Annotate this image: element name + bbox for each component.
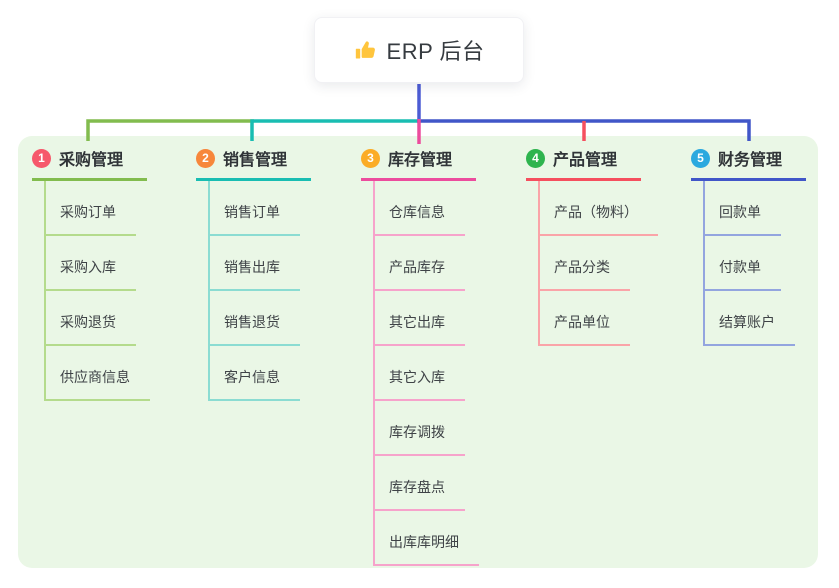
branch-label: 销售管理 <box>223 152 288 169</box>
branch-item-node[interactable]: 其它入库 <box>375 346 465 401</box>
branch-1: 1 采购管理 采购订单采购入库采购退货供应商信息 <box>32 146 150 401</box>
branch-number-badge: 4 <box>526 148 545 168</box>
branch-items-group: 产品（物料）产品分类产品单位 <box>538 181 658 346</box>
branch-item-node[interactable]: 回款单 <box>705 181 781 236</box>
branch-item-node[interactable]: 采购退货 <box>46 291 136 346</box>
branch-5-header-node[interactable]: 5 财务管理 <box>691 146 806 181</box>
branch-item-node[interactable]: 销售订单 <box>210 181 300 236</box>
branch-5: 5 财务管理 回款单付款单结算账户 <box>691 146 806 346</box>
branch-item-node[interactable]: 仓库信息 <box>375 181 465 236</box>
branch-1-header-node[interactable]: 1 采购管理 <box>32 146 147 181</box>
branch-items-group: 销售订单销售出库销售退货客户信息 <box>208 181 300 401</box>
branch-item-node[interactable]: 供应商信息 <box>46 346 150 401</box>
branch-3-header-node[interactable]: 3 库存管理 <box>361 146 476 181</box>
branch-label: 采购管理 <box>59 152 124 169</box>
branch-item-node[interactable]: 库存盘点 <box>375 456 465 511</box>
branches-panel <box>18 136 818 568</box>
branch-label: 库存管理 <box>388 152 453 169</box>
branch-label: 产品管理 <box>553 152 618 169</box>
branch-item-node[interactable]: 出库库明细 <box>375 511 479 566</box>
branch-item-node[interactable]: 采购订单 <box>46 181 136 236</box>
branch-item-node[interactable]: 销售出库 <box>210 236 300 291</box>
branch-items-group: 回款单付款单结算账户 <box>703 181 795 346</box>
branch-items-group: 仓库信息产品库存其它出库其它入库库存调拨库存盘点出库库明细 <box>373 181 479 566</box>
branch-item-node[interactable]: 客户信息 <box>210 346 300 401</box>
branch-item-node[interactable]: 销售退货 <box>210 291 300 346</box>
branch-2: 2 销售管理 销售订单销售出库销售退货客户信息 <box>196 146 311 401</box>
branch-4: 4 产品管理 产品（物料）产品分类产品单位 <box>526 146 658 346</box>
branch-item-node[interactable]: 付款单 <box>705 236 781 291</box>
branch-2-header-node[interactable]: 2 销售管理 <box>196 146 311 181</box>
branch-item-node[interactable]: 采购入库 <box>46 236 136 291</box>
branch-item-node[interactable]: 结算账户 <box>705 291 795 346</box>
branch-item-node[interactable]: 其它出库 <box>375 291 465 346</box>
branch-item-node[interactable]: 产品（物料） <box>540 181 658 236</box>
branch-item-node[interactable]: 产品分类 <box>540 236 630 291</box>
branch-number-badge: 3 <box>361 148 380 168</box>
root-node[interactable]: ERP 后台 <box>314 17 524 83</box>
branch-number-badge: 1 <box>32 148 51 168</box>
branch-item-node[interactable]: 库存调拨 <box>375 401 465 456</box>
branch-number-badge: 2 <box>196 148 215 168</box>
root-node-label: ERP 后台 <box>386 39 485 64</box>
branch-label: 财务管理 <box>718 152 783 169</box>
branch-number-badge: 5 <box>691 148 710 168</box>
branch-4-header-node[interactable]: 4 产品管理 <box>526 146 641 181</box>
branch-item-node[interactable]: 产品单位 <box>540 291 630 346</box>
thumbs-up-icon <box>355 40 375 59</box>
branch-3: 3 库存管理 仓库信息产品库存其它出库其它入库库存调拨库存盘点出库库明细 <box>361 146 479 566</box>
branch-item-node[interactable]: 产品库存 <box>375 236 465 291</box>
branch-items-group: 采购订单采购入库采购退货供应商信息 <box>44 181 150 401</box>
